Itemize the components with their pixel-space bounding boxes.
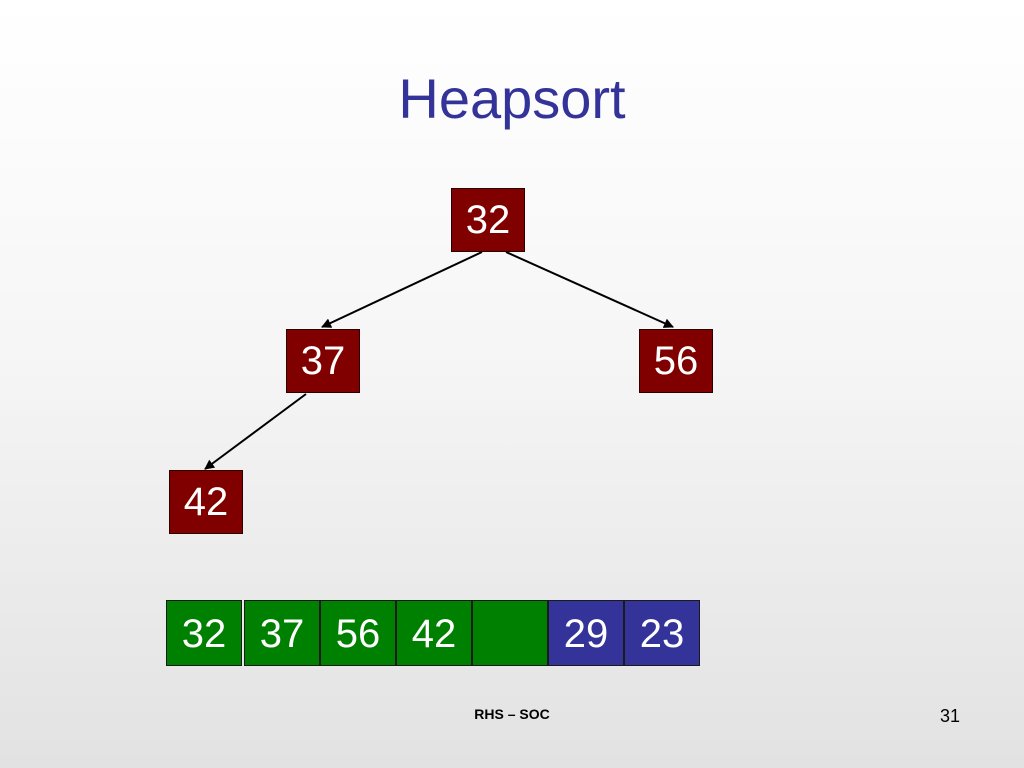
tree-node-left-left: 42 [169, 470, 243, 534]
tree-node-left: 37 [286, 329, 360, 393]
array-cell: 42 [396, 600, 472, 666]
slide-footer: RHS – SOC [474, 706, 550, 722]
tree-node-value: 42 [183, 480, 229, 524]
tree-node-value: 56 [653, 339, 699, 383]
array-cell-value: 56 [335, 612, 381, 656]
slide-title: Heapsort [398, 67, 626, 130]
array-cell-value: 29 [563, 612, 609, 656]
array-cell: 56 [320, 600, 396, 666]
array-cell: 32 [166, 600, 242, 666]
array-cell-value: 37 [259, 612, 305, 656]
tree-node-value: 37 [300, 339, 346, 383]
tree-node-value: 32 [465, 198, 511, 242]
edge-left-to-leftleft [204, 393, 307, 470]
edge-root-to-left [321, 251, 483, 328]
array-cell-value: 32 [181, 612, 227, 656]
page-number: 31 [939, 706, 960, 726]
array-cell-value: 23 [639, 612, 685, 656]
edge-root-to-right [505, 251, 674, 328]
array-cell-sorted: 23 [624, 600, 700, 666]
array-cell: 37 [244, 600, 320, 666]
array-cell-value: 42 [411, 612, 457, 656]
tree-node-root: 32 [451, 188, 525, 252]
array-cell-sorted: 29 [548, 600, 624, 666]
tree-node-right: 56 [639, 329, 713, 393]
array-cell-empty [472, 600, 548, 666]
